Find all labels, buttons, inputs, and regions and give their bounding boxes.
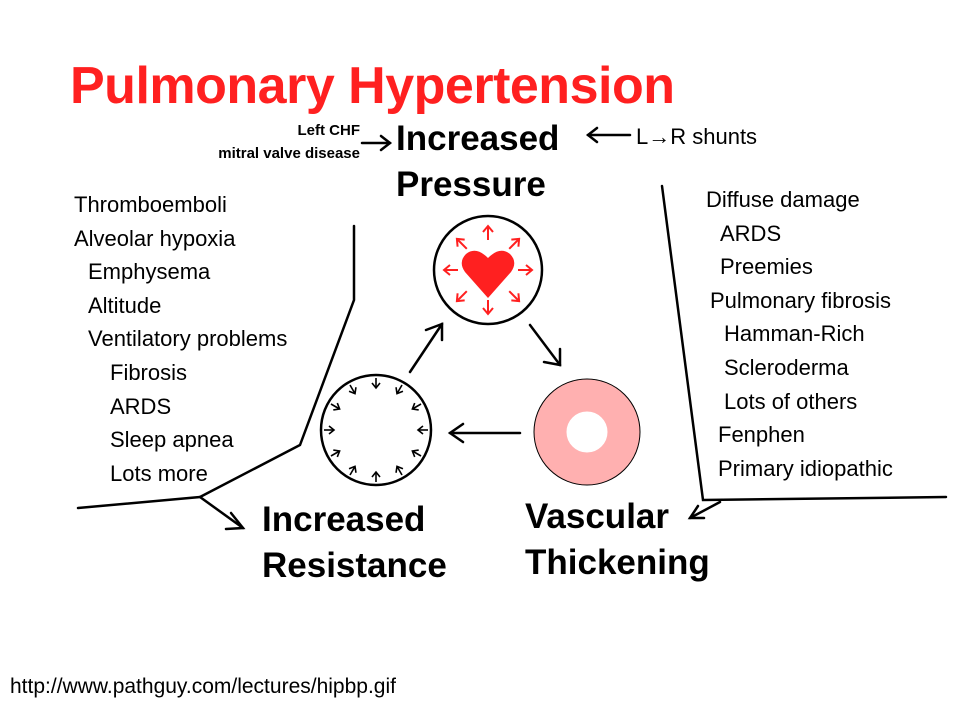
thickening-label-line2: Thickening xyxy=(525,543,710,582)
left-list-item: Lots more xyxy=(110,460,208,486)
left-list-item: Alveolar hypoxia xyxy=(74,225,236,251)
arrow-thickening-to-resistance-icon xyxy=(447,422,522,444)
right-list-item: ARDS xyxy=(720,220,782,246)
left-list-item: Altitude xyxy=(88,292,162,318)
left-list-item: Sleep apnea xyxy=(110,427,234,453)
source-url: http://www.pathguy.com/lectures/hipbp.gi… xyxy=(10,675,396,698)
right-bracket-arrow-icon xyxy=(660,184,948,520)
left-bracket-arrow-icon xyxy=(76,224,356,531)
thickening-vessel-icon xyxy=(533,378,641,486)
right-list-item: Scleroderma xyxy=(724,355,849,380)
lr-shunts-label: L→R shunts xyxy=(636,124,758,149)
left-list-item: ARDS xyxy=(110,393,172,419)
right-list-item: Primary idiopathic xyxy=(718,455,893,481)
right-list-item: Hamman-Rich xyxy=(724,321,865,347)
left-list-item: Ventilatory problems xyxy=(88,326,288,352)
arrow-left-chf-icon xyxy=(360,134,393,152)
thickening-label-line1: Vascular xyxy=(525,497,669,536)
right-list-item: Lots of others xyxy=(724,388,858,414)
arrow-resistance-to-pressure-icon xyxy=(408,322,444,374)
mitral-valve-label: mitral valve disease xyxy=(218,145,360,162)
right-list-item: Diffuse damage xyxy=(706,187,860,212)
pressure-label-line2: Pressure xyxy=(396,165,546,204)
pressure-circle xyxy=(432,214,544,326)
resistance-label-line2: Resistance xyxy=(262,546,447,585)
inward-arrows-icon xyxy=(324,378,428,482)
left-chf-label: Left CHF xyxy=(297,122,361,139)
arrow-lr-shunts-icon xyxy=(585,126,632,144)
pressure-label-line1: Increased xyxy=(396,119,560,158)
left-list-item: Fibrosis xyxy=(110,360,188,385)
outward-arrows-icon xyxy=(442,224,534,316)
arrow-pressure-to-thickening-icon xyxy=(528,323,562,367)
resistance-circle xyxy=(319,373,433,487)
resistance-label-line1: Increased xyxy=(262,500,426,539)
heart-icon xyxy=(461,250,515,298)
left-list-item: Thromboemboli xyxy=(74,192,227,217)
right-list-item: Fenphen xyxy=(718,422,805,448)
right-list-item: Preemies xyxy=(720,254,813,280)
left-list-item: Emphysema xyxy=(88,259,211,285)
page-title: Pulmonary Hypertension xyxy=(70,57,675,115)
right-list-item: Pulmonary fibrosis xyxy=(710,287,891,313)
